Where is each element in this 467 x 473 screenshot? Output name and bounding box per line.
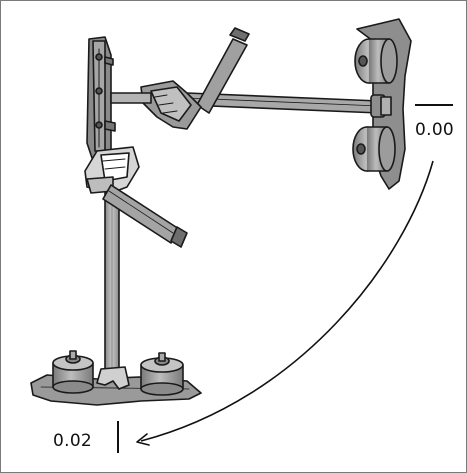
arm-clamp xyxy=(140,80,202,130)
arrowhead-icon xyxy=(136,433,150,446)
bottom-value-label: 0.02 xyxy=(53,431,93,451)
post-foot-clamp xyxy=(96,366,130,390)
upper-handle xyxy=(196,27,250,114)
base-right-weight xyxy=(140,352,184,396)
plate-connector xyxy=(110,92,152,104)
horizontal-arm xyxy=(186,92,392,118)
middle-bracket xyxy=(84,146,140,194)
lower-handle xyxy=(102,184,188,248)
base-left-weight xyxy=(52,350,94,394)
curved-arrow xyxy=(140,160,434,442)
top-value-label: 0.00 xyxy=(415,120,455,140)
